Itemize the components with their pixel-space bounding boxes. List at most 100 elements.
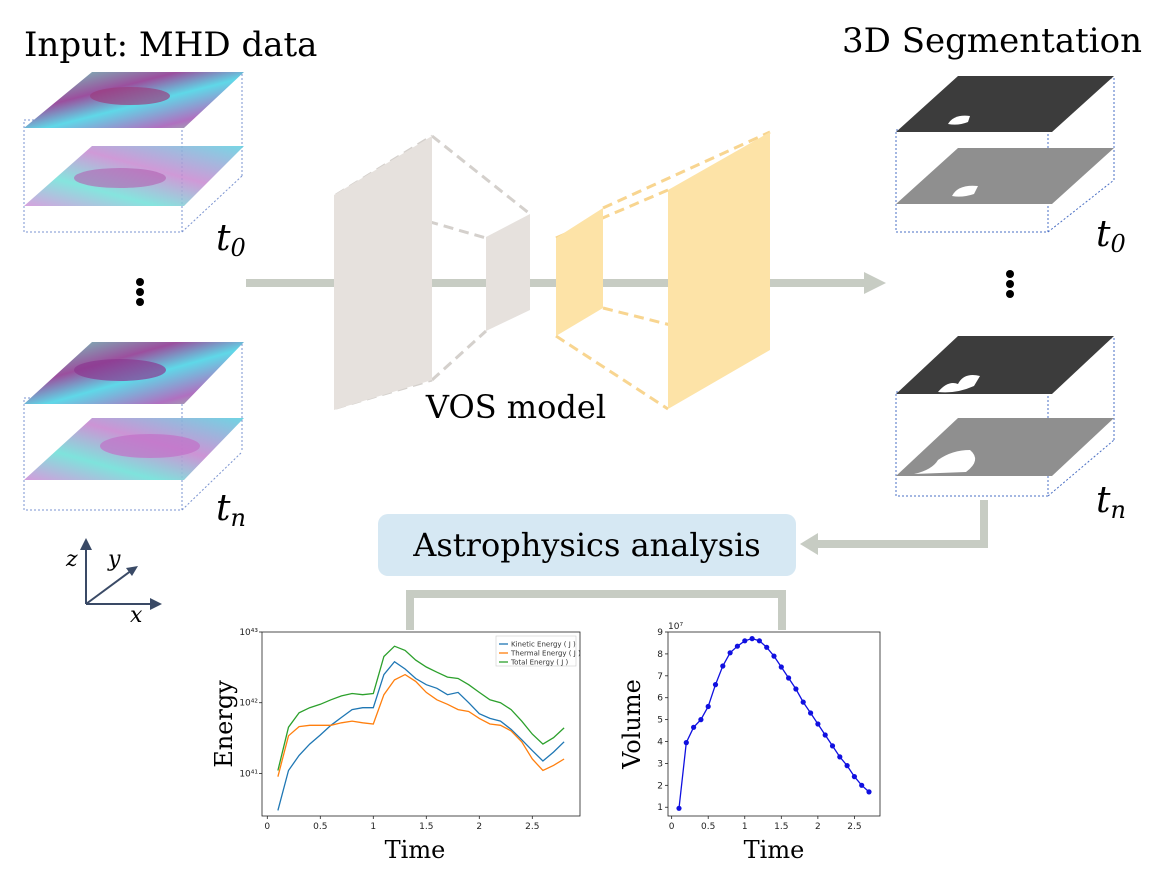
energy-series-line-0 [277,660,565,811]
volume-y-axis-label: Volume [618,679,646,770]
volume-data-point [727,650,733,656]
energy-series-line-2 [277,645,565,771]
time-label-tn-right: tn [1096,480,1126,524]
svg-text:z: z [65,547,78,572]
energy-y-tick-label: 10⁴³ [239,628,258,638]
volume-x-tick-label: 0 [669,822,675,832]
output-title: 3D Segmentation [842,21,1142,61]
energy-x-tick-label: 0 [264,822,270,832]
volume-data-point [698,717,704,723]
volume-data-point [712,682,719,688]
vos-decoder [555,130,771,411]
energy-chart: 0 0.5 1 1.5 2 2.5 10⁴¹ 10⁴² 10⁴³ Kinetic Energy (… [210,628,581,864]
vos-encoder [334,134,531,410]
volume-y-tick-label: 2 [657,781,663,791]
svg-text:tn: tn [1096,480,1126,524]
volume-data-point [749,636,755,642]
volume-y-tick-label: 7 [657,672,663,682]
volume-plot-frame [667,631,881,817]
energy-x-tick-label: 0.5 [313,822,327,832]
volume-data-point [683,740,689,746]
volume-y-tick-label: 3 [657,759,663,769]
volume-x-tick-label: 0.5 [701,822,715,832]
ellipsis-left [136,278,144,306]
volume-x-tick-label: 2.5 [847,822,861,832]
energy-x-tick-label: 1 [370,822,376,832]
volume-data-point [851,774,858,780]
volume-data-point [800,699,806,705]
volume-data-point [778,664,784,670]
seg-to-analysis-arrow [814,500,988,548]
seg-slice-top-t0 [896,76,1114,132]
encoder-small-block [486,214,530,331]
encoder-large-block [334,136,432,410]
volume-data-point [756,638,763,644]
analysis-label: Astrophysics analysis [412,526,760,564]
energy-series-line-1 [277,673,565,777]
input-title: Input: MHD data [24,25,317,65]
svg-text:tn: tn [216,488,246,532]
volume-data-point [691,724,697,730]
energy-x-tick-label: 1.5 [419,822,433,832]
ellipsis-right [1006,270,1014,298]
volume-data-point [720,663,726,669]
time-label-tn-left: tn [216,488,246,532]
energy-legend-label: Total Energy ( J ) [510,659,569,667]
volume-data-point [771,653,777,659]
main-flow-arrow-head [864,272,886,294]
volume-data-point [742,638,748,644]
svg-text:x: x [130,603,143,628]
energy-y-tick-label: 10⁴¹ [239,769,258,779]
volume-y-tick-label: 1 [657,803,663,813]
svg-text:y: y [107,547,121,572]
volume-data-point [705,703,711,710]
volume-data-point [837,754,843,760]
energy-legend-label: Kinetic Energy ( J ) [511,641,576,649]
vos-model-label: VOS model [425,388,606,426]
decoder-small-block [556,208,603,336]
svg-text:t0: t0 [216,218,246,262]
analysis-bracket [406,590,786,630]
seg-stack-t0 [895,76,1115,233]
volume-data-point [859,782,865,788]
volume-y-multiplier: 10⁷ [668,622,683,632]
seg-to-analysis-arrow-head [800,533,818,555]
svg-text:t0: t0 [1096,214,1126,258]
volume-x-axis-label: Time [744,836,805,864]
seg-slice-bottom-t0 [896,148,1114,204]
energy-y-tick-label: 10⁴² [239,699,258,709]
volume-y-tick-label: 9 [657,628,663,638]
volume-y-tick-label: 6 [657,694,663,704]
xyz-axes-icon: z y x [65,538,162,628]
volume-data-point [793,686,799,692]
volume-data-point [815,721,821,727]
energy-y-axis-label: Energy [210,680,238,768]
energy-x-axis-label: Time [385,836,446,864]
time-label-t0-right: t0 [1096,214,1126,258]
volume-y-tick-label: 8 [657,650,663,660]
mhd-stack-t0 [23,72,244,233]
seg-stack-tn [895,336,1115,497]
volume-data-point [829,743,836,749]
volume-data-point [808,710,814,716]
volume-data-point [786,675,792,681]
volume-y-tick-label: 4 [657,738,663,748]
energy-x-tick-label: 2.5 [525,822,539,832]
energy-legend-box [495,635,577,667]
volume-data-point [866,789,872,795]
volume-x-tick-label: 1.5 [774,822,788,832]
volume-data-point [844,763,850,769]
analysis-box [378,514,796,576]
volume-y-tick-label: 5 [657,716,663,726]
energy-x-tick-label: 2 [476,822,482,832]
volume-data-point [676,805,682,811]
seg-slice-top-tn [896,336,1114,394]
volume-x-tick-label: 1 [742,822,748,832]
mhd-stack-tn [23,342,244,511]
volume-data-point [822,732,828,738]
time-label-t0-left: t0 [216,218,246,262]
volume-x-tick-label: 2 [815,822,821,832]
